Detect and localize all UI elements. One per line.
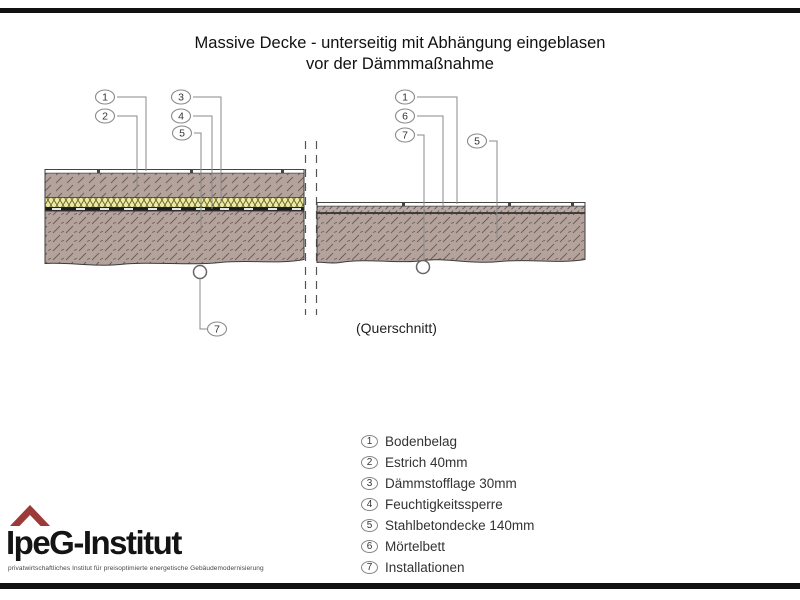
legend: 1 Bodenbelag 2 Estrich 40mm 3 Dämmstoffl… — [361, 431, 534, 578]
floor-covering-layer-right — [317, 202, 585, 207]
installation-pipe-right — [415, 259, 431, 275]
legend-item: 7 Installationen — [361, 557, 534, 578]
legend-number-badge: 3 — [361, 477, 378, 490]
callouts-left: 1 2 3 4 5 7 — [94, 89, 228, 337]
svg-text:5: 5 — [474, 136, 480, 148]
svg-text:1: 1 — [402, 92, 408, 104]
legend-number-badge: 6 — [361, 540, 378, 553]
legend-number-badge: 7 — [361, 561, 378, 574]
svg-text:7: 7 — [214, 324, 220, 336]
legend-number-badge: 1 — [361, 435, 378, 448]
page-title: Massive Decke - unterseitig mit Abhängun… — [0, 33, 800, 75]
mortar-bed-layer — [317, 206, 585, 214]
legend-item: 4 Feuchtigkeitssperre — [361, 494, 534, 515]
page-title-line2: vor der Dämmmaßnahme — [306, 55, 494, 73]
svg-text:5: 5 — [179, 128, 185, 140]
leader-lines — [117, 96, 498, 330]
logo-roof-icon — [9, 504, 51, 526]
callout-bubble: 5 — [171, 125, 193, 141]
legend-item-label: Stahlbetondecke 140mm — [385, 518, 535, 533]
legend-number-badge: 5 — [361, 519, 378, 532]
concrete-slab-left — [44, 210, 305, 266]
svg-text:1: 1 — [102, 92, 108, 104]
callout-bubble: 6 — [394, 108, 416, 124]
concrete-slab-right — [316, 213, 586, 264]
legend-item-label: Bodenbelag — [385, 434, 458, 449]
svg-text:7: 7 — [402, 130, 408, 142]
legend-item: 5 Stahlbetondecke 140mm — [361, 515, 534, 536]
logo-wordmark: IpeG-Institut — [6, 524, 182, 561]
svg-text:6: 6 — [402, 111, 408, 123]
legend-item-label: Feuchtigkeitssperre — [385, 497, 503, 512]
insulation-layer — [45, 197, 304, 207]
callout-bubble: 4 — [170, 108, 192, 124]
page-title-line1: Massive Decke - unterseitig mit Abhängun… — [194, 34, 606, 52]
callout-bubble: 3 — [170, 89, 192, 105]
moisture-barrier-layer — [45, 207, 304, 211]
top-frame-bar — [0, 8, 800, 13]
svg-text:2: 2 — [102, 111, 108, 123]
svg-text:4: 4 — [178, 111, 184, 123]
legend-item: 1 Bodenbelag — [361, 431, 534, 452]
logo-tagline: privatwirtschaftliches Institut für prei… — [8, 565, 264, 572]
svg-text:3: 3 — [178, 92, 184, 104]
legend-item-label: Estrich 40mm — [385, 455, 468, 470]
legend-number-badge: 2 — [361, 456, 378, 469]
callout-bubble: 1 — [94, 89, 116, 105]
callout-bubble: 7 — [206, 321, 228, 337]
section-break-lines — [304, 141, 318, 315]
right-section — [316, 202, 586, 275]
legend-item-label: Installationen — [385, 560, 465, 575]
section-view-label: (Querschnitt) — [356, 320, 437, 336]
legend-item: 2 Estrich 40mm — [361, 452, 534, 473]
legend-number-badge: 4 — [361, 498, 378, 511]
legend-item: 6 Mörtelbett — [361, 536, 534, 557]
bottom-frame-bar — [0, 583, 800, 589]
left-section — [44, 169, 305, 280]
callout-bubble: 5 — [466, 133, 488, 149]
floor-covering-layer-left — [45, 169, 304, 174]
callout-bubble: 7 — [394, 127, 416, 143]
callout-bubble: 1 — [394, 89, 416, 105]
callout-bubble: 2 — [94, 108, 116, 124]
legend-item-label: Dämmstofflage 30mm — [385, 476, 517, 491]
legend-item-label: Mörtelbett — [385, 539, 446, 554]
screed-layer — [45, 173, 304, 198]
callouts-right: 1 6 7 5 — [394, 89, 488, 149]
legend-item: 3 Dämmstofflage 30mm — [361, 473, 534, 494]
installation-pipe-left — [192, 264, 208, 280]
